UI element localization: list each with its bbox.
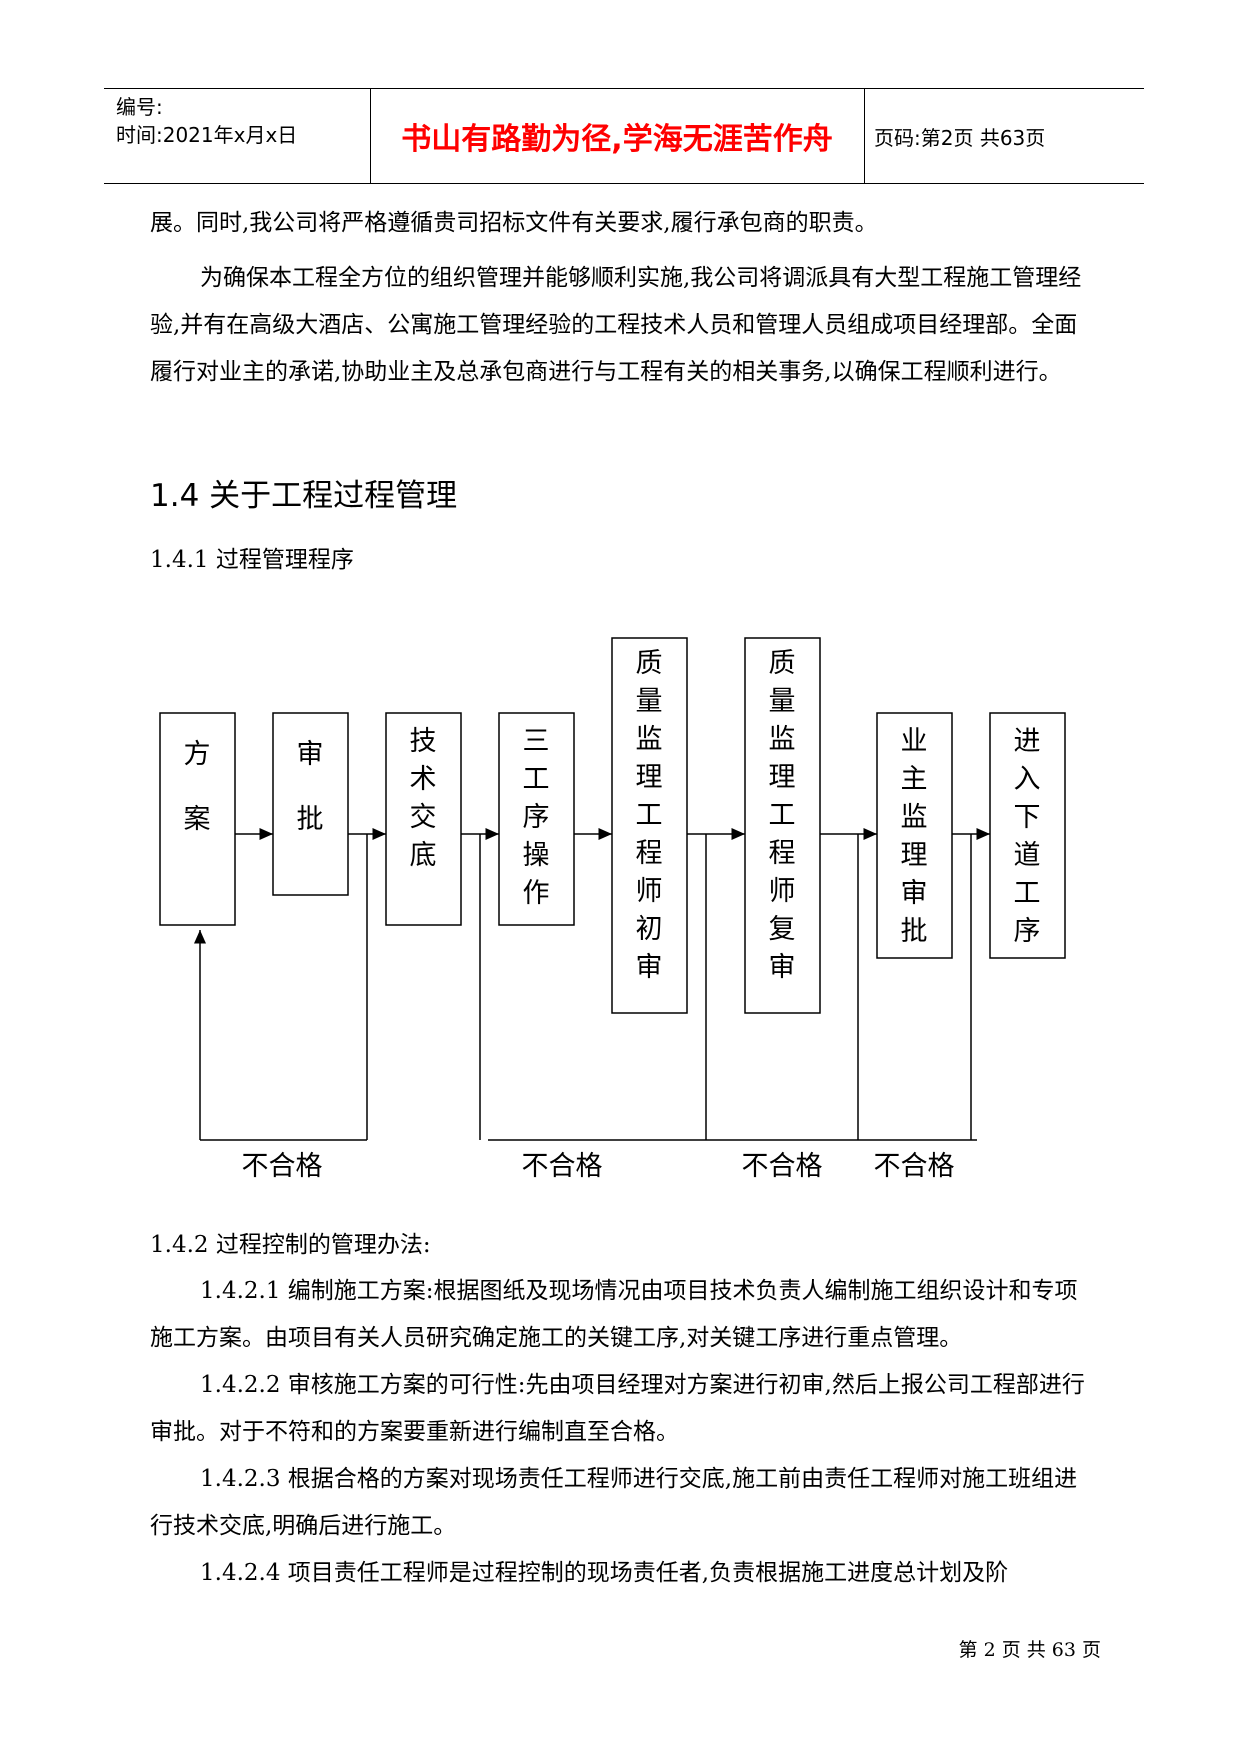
fail-label: 不合格 — [742, 1151, 823, 1182]
flow-label-char: 师 — [769, 876, 796, 907]
flow-label-char: 师 — [636, 876, 663, 907]
header-table: 编号: 时间:2021年x月x日 书山有路勤为径,学海无涯苦作舟 页码:第2页 … — [104, 88, 1144, 184]
time-label: 时间:2021年x月x日 — [116, 123, 298, 147]
flow-label-char: 工 — [636, 800, 663, 831]
flow-box-initial-review — [611, 637, 688, 1014]
flow-label-tech-brief: 技术交底 — [410, 726, 437, 871]
page-footer: 第 2 页 共 63 页 — [958, 1639, 1101, 1661]
flow-label-char: 技 — [410, 726, 437, 757]
flow-label-char: 审 — [769, 952, 796, 983]
flow-label-char: 术 — [410, 764, 437, 795]
flow-box-owner-approve — [876, 712, 953, 959]
flow-box-re-review — [744, 637, 821, 1014]
item-2: 1.4.2.2 审核施工方案的可行性:先由项目经理对方案进行初审,然后上报公司工… — [150, 1372, 1085, 1445]
flow-label-char: 交 — [410, 802, 437, 833]
flow-label-char: 质 — [769, 648, 796, 679]
flow-label-char: 进 — [1014, 726, 1041, 757]
flow-label-char: 初 — [636, 914, 663, 945]
flow-label-char: 监 — [636, 724, 663, 755]
flow-box-tech-brief — [385, 712, 462, 926]
flow-label-char: 理 — [769, 762, 796, 793]
header-divider — [370, 89, 371, 183]
flow-label-char: 作 — [523, 878, 550, 909]
flow-box-plan — [159, 712, 236, 926]
flow-label-char: 序 — [1014, 916, 1041, 947]
flow-label-char: 三 — [523, 726, 550, 757]
flow-label-char: 主 — [901, 764, 928, 795]
flow-box-approve — [272, 712, 349, 896]
header-page-label: 页码:第2页 共63页 — [874, 125, 1046, 150]
flow-label-char: 监 — [901, 802, 928, 833]
flow-label-char: 量 — [636, 686, 663, 717]
item-4: 1.4.2.4 项目责任工程师是过程控制的现场责任者,负责根据施工进度总计划及阶 — [200, 1560, 1009, 1586]
flow-label-char: 审 — [297, 739, 324, 770]
flow-label-char: 工 — [523, 764, 550, 795]
flow-label-char: 质 — [636, 648, 663, 679]
flow-label-char: 审 — [636, 952, 663, 983]
flow-label-char: 业 — [901, 726, 928, 757]
flow-label-char: 道 — [1014, 840, 1041, 871]
flow-label-char: 程 — [636, 838, 663, 869]
flow-label-char: 复 — [769, 914, 796, 945]
flow-label-char: 批 — [297, 804, 324, 835]
flow-label-char: 方 — [184, 739, 211, 770]
paragraph-1: 展。同时,我公司将严格遵循贵司招标文件有关要求,履行承包商的职责。 — [150, 210, 878, 236]
paragraph-2: 为确保本工程全方位的组织管理并能够顺利实施,我公司将调派具有大型工程施工管理经验… — [150, 265, 1082, 385]
flow-label-char: 理 — [901, 840, 928, 871]
flow-label-char: 审 — [901, 878, 928, 909]
section-title: 1.4 关于工程过程管理 — [150, 478, 458, 514]
subsection-142: 1.4.2 过程控制的管理办法: — [150, 1232, 431, 1258]
flow-label-char: 案 — [184, 804, 211, 835]
flow-label-char: 工 — [769, 800, 796, 831]
flow-label-char: 工 — [1014, 878, 1041, 909]
flow-label-char: 操 — [523, 840, 550, 871]
flow-label-plan: 方 案 — [184, 739, 211, 835]
flow-label-char: 底 — [410, 840, 437, 871]
flow-label-char: 批 — [901, 916, 928, 947]
item-1: 1.4.2.1 编制施工方案:根据图纸及现场情况由项目技术负责人编制施工组织设计… — [150, 1278, 1078, 1351]
flow-label-char: 理 — [636, 762, 663, 793]
serial-label: 编号: — [116, 95, 163, 119]
flow-label-char: 监 — [769, 724, 796, 755]
header-divider — [864, 89, 865, 183]
header-motto: 书山有路勤为径,学海无涯苦作舟 — [401, 122, 833, 157]
flow-label-char: 量 — [769, 686, 796, 717]
subsection-title: 1.4.1 过程管理程序 — [150, 547, 354, 573]
flow-box-operation — [498, 712, 575, 926]
flow-label-approve: 审 批 — [297, 739, 324, 835]
fail-label: 不合格 — [242, 1151, 323, 1182]
flow-label-char: 程 — [769, 838, 796, 869]
flow-label-char: 入 — [1014, 764, 1041, 795]
fail-label: 不合格 — [874, 1151, 955, 1182]
flow-label-char: 下 — [1014, 802, 1041, 833]
flow-label-char: 序 — [523, 802, 550, 833]
item-3: 1.4.2.3 根据合格的方案对现场责任工程师进行交底,施工前由责任工程师对施工… — [150, 1466, 1078, 1539]
flow-box-next-process — [989, 712, 1066, 959]
header-meta: 编号: 时间:2021年x月x日 — [116, 93, 297, 149]
fail-label: 不合格 — [522, 1151, 603, 1182]
